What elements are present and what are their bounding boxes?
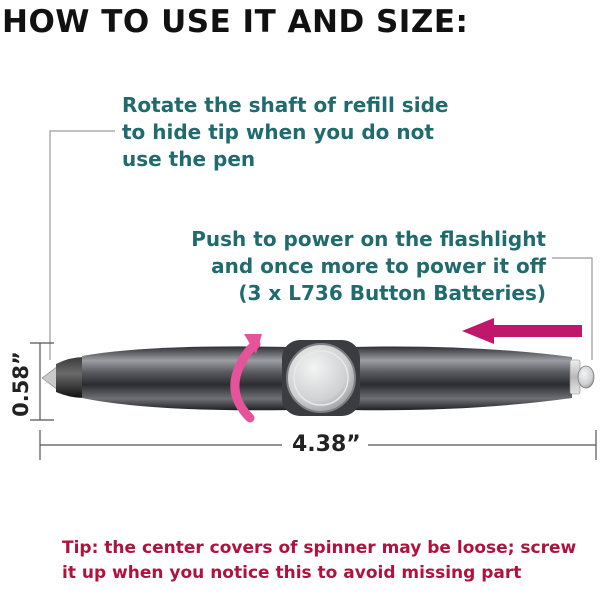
height-dimension [30, 342, 54, 421]
page-title: HOW TO USE IT AND SIZE: [2, 4, 469, 40]
push-arrow-icon [462, 318, 582, 344]
width-dimension-label: 4.38” [292, 432, 361, 457]
pen-body [41, 340, 595, 416]
width-dimension [39, 430, 597, 460]
flashlight-instruction: Push to power on the flashlight and once… [191, 227, 546, 305]
tip-note: Tip: the center covers of spinner may be… [62, 538, 577, 583]
refill-leader-line [49, 130, 115, 360]
height-dimension-label: 0.58” [9, 351, 33, 417]
flashlight-leader-line [552, 257, 593, 360]
refill-instruction: Rotate the shaft of refill side to hide … [122, 93, 449, 171]
rotate-arrow-icon [230, 334, 262, 423]
